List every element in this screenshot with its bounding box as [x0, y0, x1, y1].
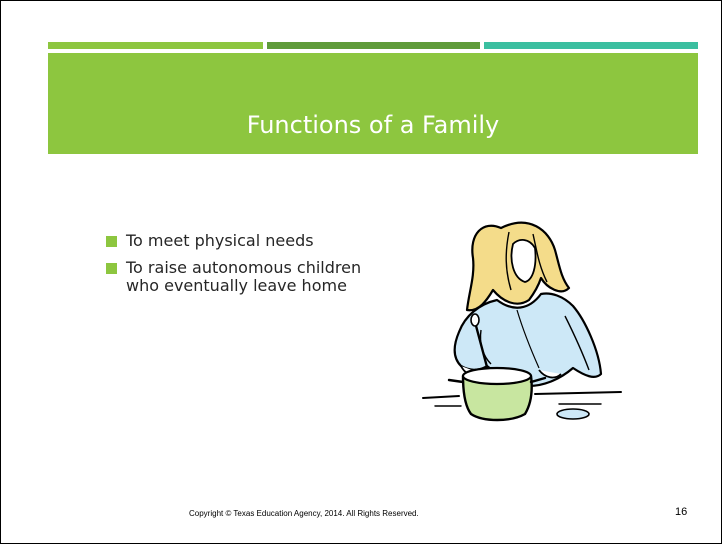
bullet-item: To raise autonomous children who eventua…	[106, 259, 376, 295]
square-bullet-icon	[106, 263, 117, 274]
slide-number: 16	[675, 506, 688, 518]
accent-bar-teal	[484, 42, 698, 49]
woman-stirring-pot-icon	[422, 221, 622, 422]
accent-bar-light-green	[48, 42, 263, 49]
bullet-text: To meet physical needs	[126, 231, 314, 250]
copyright-footer: Copyright © Texas Education Agency, 2014…	[189, 509, 419, 518]
title-band: Functions of a Family	[48, 53, 698, 154]
accent-bar-dark-green	[267, 42, 480, 49]
bullet-text: To raise autonomous children who eventua…	[126, 258, 362, 295]
bullet-list: To meet physical needs To raise autonomo…	[106, 232, 376, 304]
square-bullet-icon	[106, 236, 117, 247]
bullet-item: To meet physical needs	[106, 232, 376, 250]
slide-title: Functions of a Family	[246, 111, 500, 139]
